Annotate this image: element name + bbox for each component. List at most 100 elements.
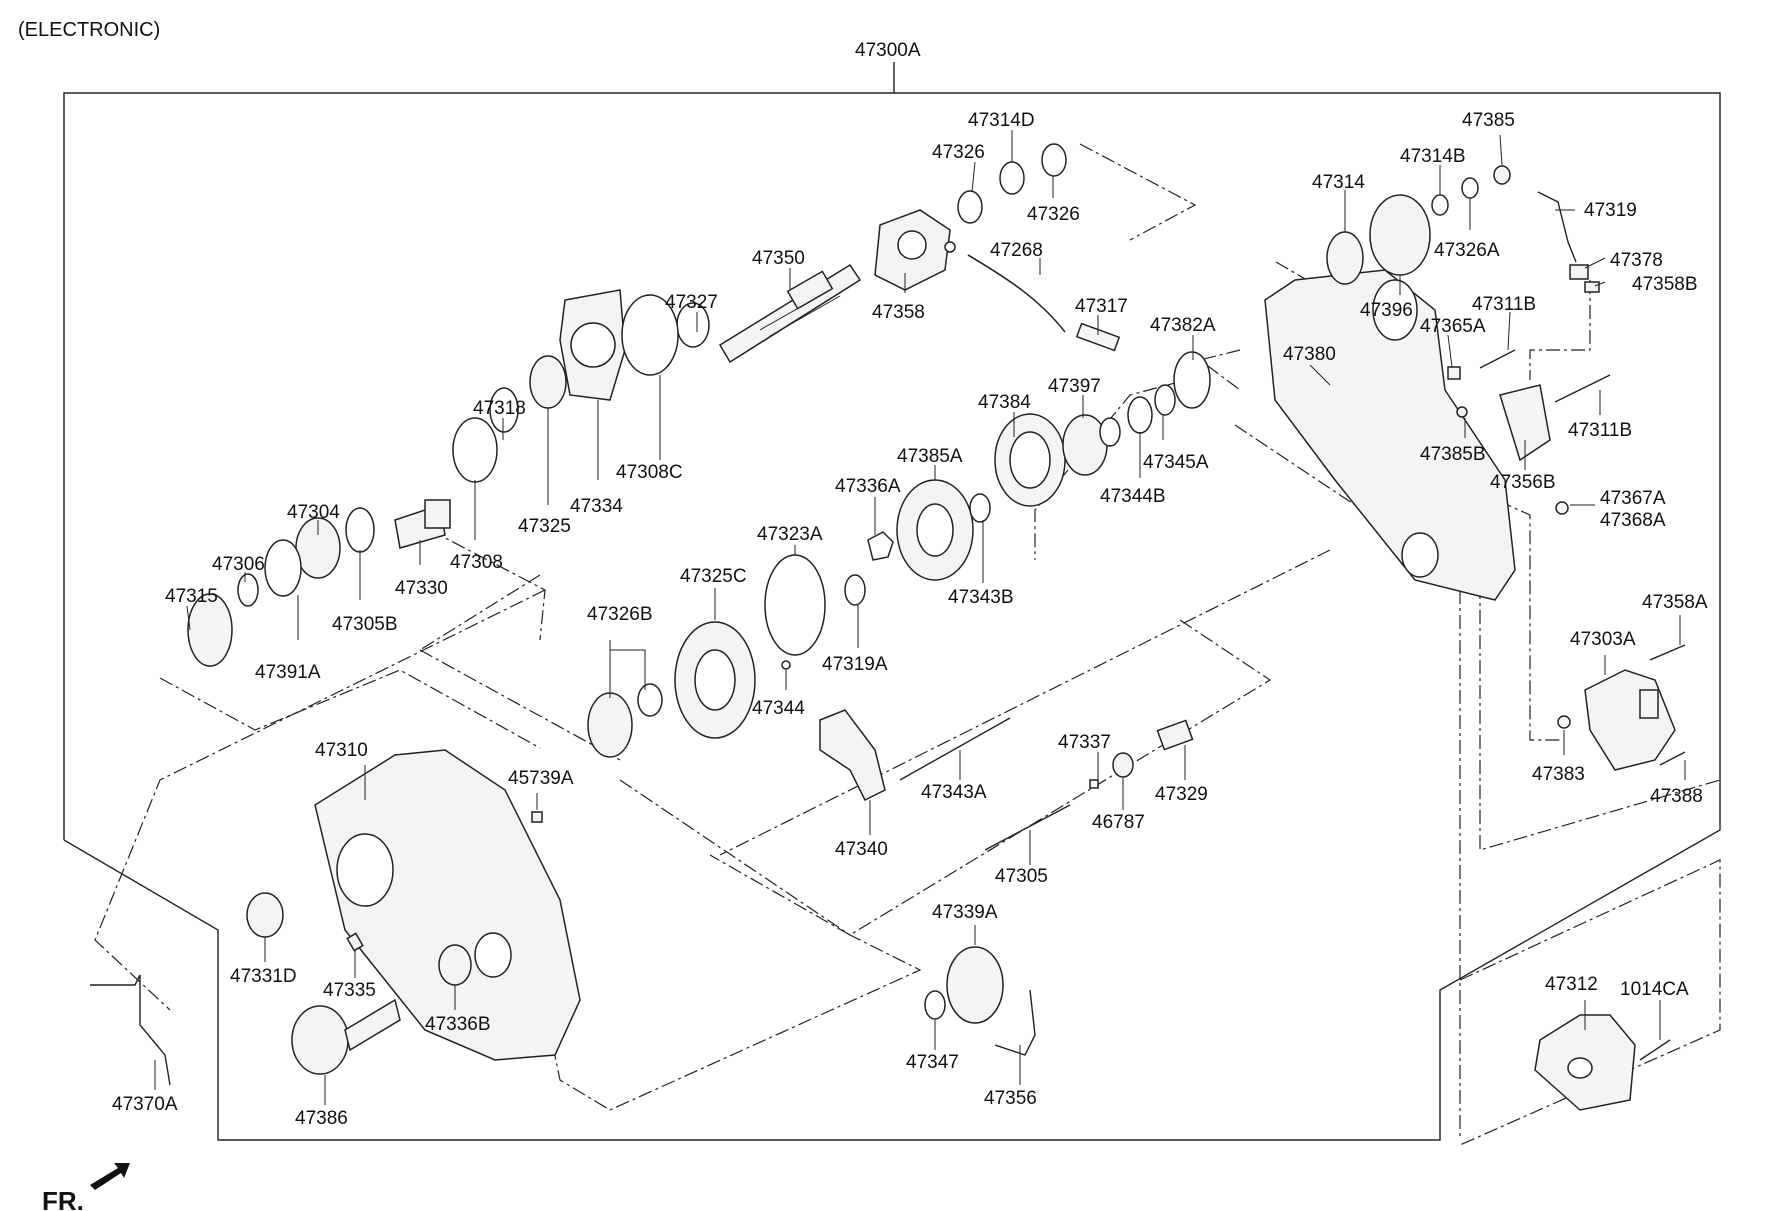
assembly-label: 47300A xyxy=(855,40,921,61)
part-label: 47318 xyxy=(473,398,526,419)
part-label: 47343B xyxy=(948,587,1014,608)
small-plug xyxy=(944,241,956,253)
part-label: 47356B xyxy=(1490,472,1556,493)
part-label: 45739A xyxy=(508,768,574,789)
part-label: 47356 xyxy=(984,1088,1037,1109)
seal-47331D xyxy=(246,892,284,938)
plug-47335 xyxy=(346,932,364,952)
bolt-47311B-upper xyxy=(1479,349,1516,369)
part-label: 47336B xyxy=(425,1014,491,1035)
part-label: 47311B xyxy=(1568,420,1632,441)
part-label: 47344B xyxy=(1100,486,1166,507)
shift-fork xyxy=(819,709,886,802)
ball-47344 xyxy=(781,660,791,670)
gear-47326B xyxy=(587,692,633,758)
bracket-47356B xyxy=(1499,384,1551,462)
planetary-carrier xyxy=(559,289,626,401)
part-label: 47365A xyxy=(1420,316,1486,337)
gear-47339A xyxy=(946,946,1004,1024)
seal-47314D xyxy=(999,161,1025,195)
connector-47378 xyxy=(1569,264,1589,280)
part-label: 46787 xyxy=(1092,812,1145,833)
part-label: 47370A xyxy=(112,1094,178,1115)
ring-47345A-b xyxy=(1154,384,1176,416)
part-label: 47343A xyxy=(921,782,987,803)
washer-47383 xyxy=(1557,715,1571,729)
output-shaft xyxy=(718,263,862,364)
bolt-47358A xyxy=(1649,644,1686,661)
part-label: 47268 xyxy=(990,240,1043,261)
part-label: 47340 xyxy=(835,839,888,860)
part-label: 47329 xyxy=(1155,784,1208,805)
part-label: 47339A xyxy=(932,902,998,923)
part-label: 47385A xyxy=(897,446,963,467)
part-label: 47358 xyxy=(872,302,925,323)
part-label: 47388 xyxy=(1650,786,1703,807)
washer-47326A xyxy=(1461,177,1479,199)
part-label: 47317 xyxy=(1075,296,1128,317)
part-label: 47323A xyxy=(757,524,823,545)
ring-47382A xyxy=(1173,351,1211,409)
part-label: 47327 xyxy=(665,292,718,313)
shift-motor xyxy=(1584,669,1676,771)
input-shaft xyxy=(394,499,451,549)
part-label: 47336A xyxy=(835,476,901,497)
part-label: 47335 xyxy=(323,980,376,1001)
flange-47396 xyxy=(1369,194,1431,276)
part-label: 47326 xyxy=(932,142,985,163)
part-label: 47326A xyxy=(1434,240,1500,261)
part-label: 47306 xyxy=(212,554,265,575)
nut-47385 xyxy=(1493,165,1511,185)
sun-gear xyxy=(529,355,567,409)
part-label: 47337 xyxy=(1058,732,1111,753)
transfer-case-front xyxy=(314,749,581,1061)
part-label: 47380 xyxy=(1283,344,1336,365)
front-direction-label: FR. xyxy=(42,1186,84,1211)
part-label: 1014CA xyxy=(1620,979,1689,1000)
part-label: 47325C xyxy=(680,566,747,587)
part-label: 47385 xyxy=(1462,110,1515,131)
snap-ring-47391A xyxy=(264,539,302,597)
shift-rod xyxy=(984,804,1071,851)
part-label: 47378 xyxy=(1610,250,1663,271)
seal-47326-right xyxy=(1041,143,1067,177)
part-label: 47319 xyxy=(1584,200,1637,221)
nut-47385B xyxy=(1456,406,1468,418)
leader-lines xyxy=(154,130,1686,1105)
washer-47305B xyxy=(345,507,375,553)
bolt-47311B-lower xyxy=(1554,374,1611,403)
variant-label: (ELECTRONIC) xyxy=(18,19,160,41)
seal-47326-left xyxy=(957,190,983,224)
shift-rail xyxy=(899,717,1011,781)
transfer-case-rear xyxy=(1264,269,1516,601)
connector-47358B xyxy=(1584,281,1600,293)
bushing-47326B xyxy=(637,683,663,717)
assembly-boundary xyxy=(63,92,1721,1141)
part-label: 47396 xyxy=(1360,300,1413,321)
ring-47344B xyxy=(1099,417,1121,447)
clip-47365A xyxy=(1447,366,1461,380)
part-label: 47314D xyxy=(968,110,1035,131)
transfer-mount xyxy=(1534,1014,1636,1111)
snap-ring-47347 xyxy=(924,990,946,1020)
part-label: 47312 xyxy=(1545,974,1598,995)
part-label: 47326B xyxy=(587,604,653,625)
part-label: 47391A xyxy=(255,662,321,683)
oil-pump-cover xyxy=(874,209,951,291)
bolt-1014CA xyxy=(1639,1039,1671,1061)
washer-47314B xyxy=(1431,194,1449,216)
ring-47308 xyxy=(452,417,498,483)
drive-chain xyxy=(994,989,1036,1056)
part-label: 47331D xyxy=(230,966,297,987)
part-label: 47385B xyxy=(1420,444,1486,465)
part-label: 47382A xyxy=(1150,315,1216,336)
part-label: 47350 xyxy=(752,248,805,269)
seal-46787 xyxy=(1112,752,1134,778)
part-label: 47334 xyxy=(570,496,623,517)
gear-47315 xyxy=(187,593,233,667)
retainer-47336A xyxy=(867,531,894,561)
snap-ring-47308C xyxy=(621,294,679,376)
part-labels: 47314D 47326 47326 47268 47350 47358 473… xyxy=(112,110,1708,1129)
part-label: 47384 xyxy=(978,392,1031,413)
